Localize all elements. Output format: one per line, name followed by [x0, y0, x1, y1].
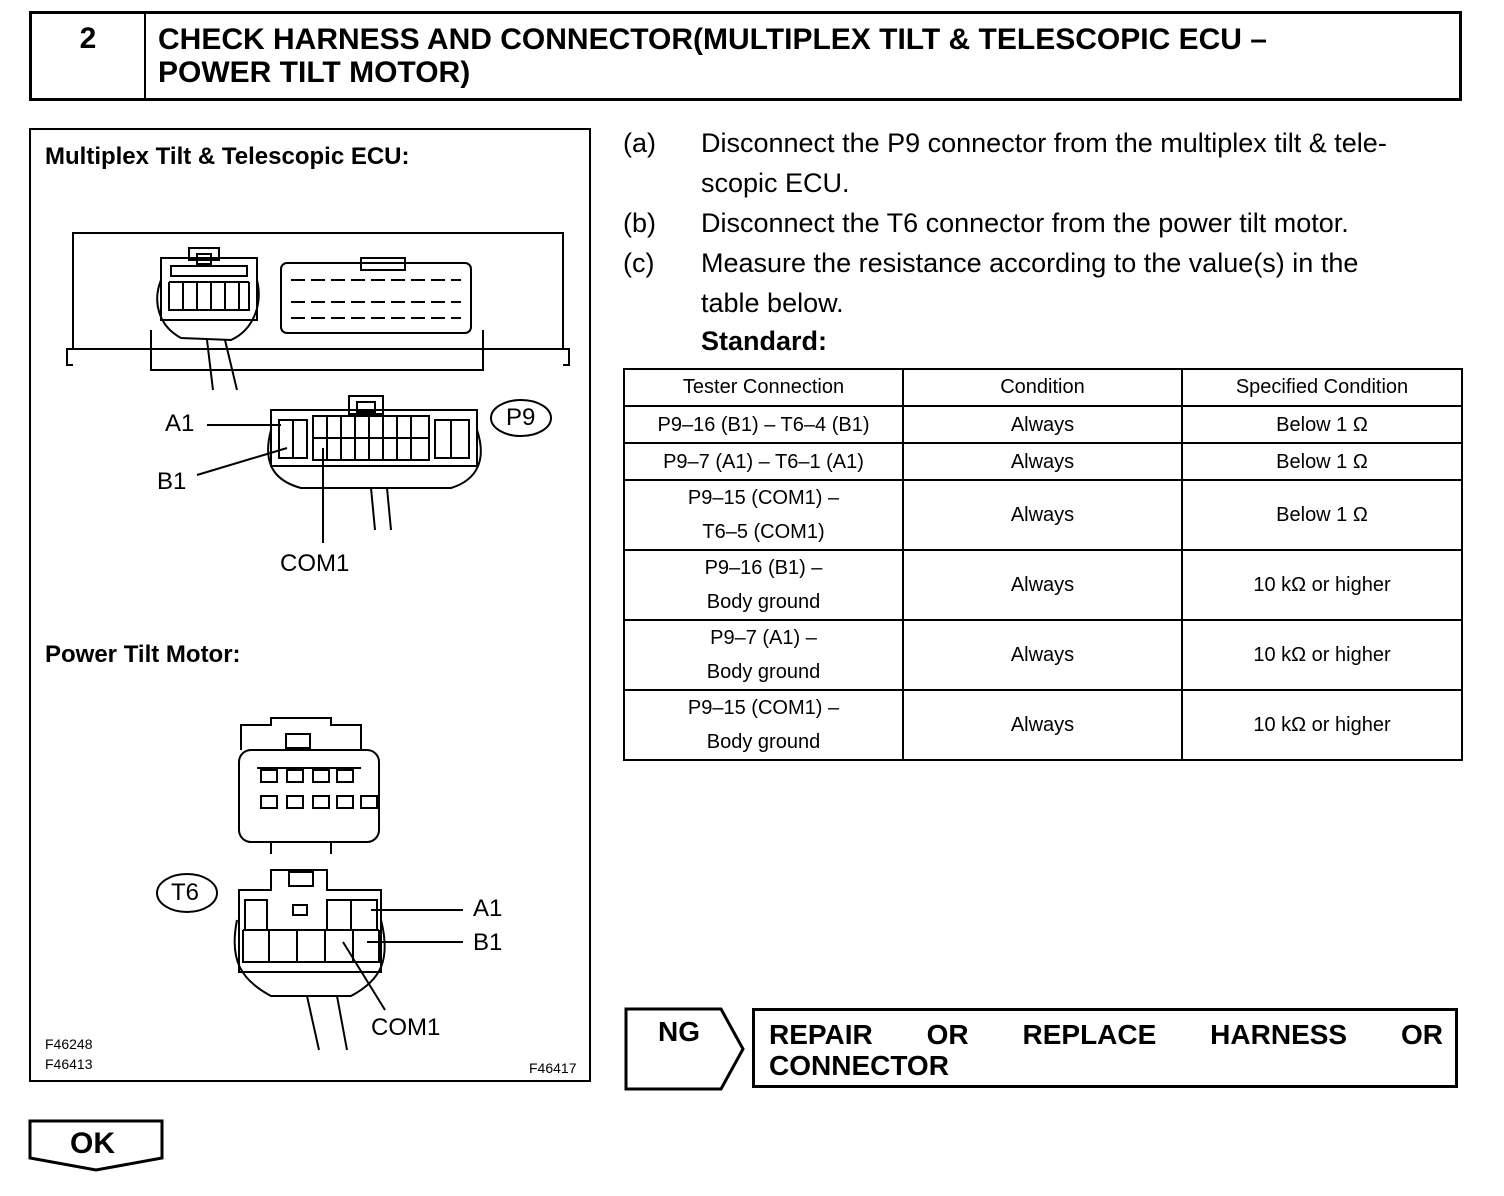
ng-action-line-2: CONNECTOR [769, 1050, 949, 1081]
connection-line-1: P9–16 (B1) – [704, 557, 823, 579]
cell-specified: Below 1 Ω [1181, 479, 1463, 551]
ok-label: OK [70, 1127, 115, 1160]
cell-specified: Below 1 Ω [1181, 442, 1463, 481]
instruction-c-text: Measure the resistance according to the … [701, 243, 1463, 323]
t6-label-a1: A1 [473, 895, 503, 922]
motor-body-drawing [238, 717, 380, 854]
connection-line-1: P9–15 (COM1) – [687, 487, 840, 509]
cell-connection: P9–16 (B1) – T6–4 (B1) [623, 405, 904, 444]
table-header-row: Tester Connection Condition Specified Co… [623, 368, 1463, 407]
connection-line-2: Body ground [706, 731, 821, 753]
connector-figure: Multiplex Tilt & Telescopic ECU: Power T… [29, 128, 591, 1082]
connection-line-2: T6–5 (COM1) [702, 521, 825, 543]
t6-connector-drawing [156, 869, 463, 1051]
instruction-a: (a) Disconnect the P9 connector from the… [623, 123, 1463, 203]
t6-connector-id: T6 [171, 879, 200, 906]
instruction-a-letter: (a) [623, 128, 656, 158]
ecu-heading: Multiplex Tilt & Telescopic ECU: [45, 143, 410, 170]
spec-table: Tester Connection Condition Specified Co… [623, 368, 1463, 761]
ng-label: NG [658, 1016, 700, 1047]
t6-label-b1: B1 [473, 929, 503, 956]
connection-text: P9–16 (B1) – T6–4 (B1) [657, 413, 870, 436]
cell-connection: P9–7 (A1) – T6–1 (A1) [623, 442, 904, 481]
step-number: 2 [32, 14, 146, 98]
instruction-b-text: Disconnect the T6 connector from the pow… [701, 208, 1349, 238]
p9-label-b1: B1 [157, 468, 187, 495]
motor-heading: Power Tilt Motor: [45, 641, 241, 668]
p9-label-com1: COM1 [280, 550, 350, 577]
ng-arrow-shape [624, 1007, 745, 1091]
table-row: P9–7 (A1) – T6–1 (A1) Always Below 1 Ω [623, 442, 1463, 481]
cell-specified: 10 kΩ or higher [1181, 689, 1463, 761]
header-condition: Condition [902, 368, 1183, 407]
cell-condition: Always [902, 479, 1183, 551]
connection-line-1: P9–7 (A1) – [710, 627, 817, 649]
connector-diagram [66, 232, 570, 1051]
figure-code-right: F46417 [529, 1060, 577, 1076]
cell-specified: 10 kΩ or higher [1181, 549, 1463, 621]
ecu-body-drawing [66, 232, 570, 391]
cell-specified: Below 1 Ω [1181, 405, 1463, 444]
instruction-c-letter: (c) [623, 248, 655, 278]
cell-connection: P9–7 (A1) – Body ground [623, 619, 904, 691]
instruction-c-line-2: table below. [701, 288, 844, 318]
p9-connector-drawing [196, 395, 552, 543]
p9-connector-id: P9 [506, 404, 536, 431]
cell-specified: 10 kΩ or higher [1181, 619, 1463, 691]
step-header: 2 CHECK HARNESS AND CONNECTOR(MULTIPLEX … [29, 11, 1462, 101]
connection-line-1: P9–15 (COM1) – [687, 697, 840, 719]
instruction-b: (b) Disconnect the T6 connector from the… [623, 203, 1463, 243]
instruction-a-text: Disconnect the P9 connector from the mul… [701, 123, 1463, 203]
header-specified-condition: Specified Condition [1181, 368, 1463, 407]
cell-condition: Always [902, 442, 1183, 481]
connection-line-2: Body ground [706, 661, 821, 683]
standard-label: Standard: [701, 326, 828, 356]
cell-condition: Always [902, 405, 1183, 444]
step-title-line-2: POWER TILT MOTOR) [158, 56, 471, 89]
ng-action-box: REPAIR OR REPLACE HARNESS OR CONNECTOR [752, 1008, 1458, 1088]
cell-connection: P9–16 (B1) – Body ground [623, 549, 904, 621]
cell-connection: P9–15 (COM1) – T6–5 (COM1) [623, 479, 904, 551]
table-row: P9–16 (B1) – T6–4 (B1) Always Below 1 Ω [623, 405, 1463, 444]
cell-connection: P9–15 (COM1) – Body ground [623, 689, 904, 761]
figure-code-2: F46413 [45, 1056, 93, 1072]
ok-arrow-shape [28, 1119, 164, 1172]
t6-label-com1: COM1 [371, 1014, 441, 1041]
connection-text: P9–7 (A1) – T6–1 (A1) [663, 450, 864, 473]
cell-condition: Always [902, 689, 1183, 761]
table-row: P9–15 (COM1) – Body ground Always 10 kΩ … [623, 689, 1463, 761]
instruction-c-line-1: Measure the resistance according to the … [701, 248, 1359, 278]
cell-condition: Always [902, 619, 1183, 691]
table-row: P9–16 (B1) – Body ground Always 10 kΩ or… [623, 549, 1463, 621]
instruction-c: (c) Measure the resistance according to … [623, 243, 1463, 323]
header-tester-connection: Tester Connection [623, 368, 904, 407]
instruction-a-line-1: Disconnect the P9 connector from the mul… [701, 128, 1387, 158]
step-title: CHECK HARNESS AND CONNECTOR(MULTIPLEX TI… [158, 23, 1449, 89]
cell-condition: Always [902, 549, 1183, 621]
table-row: P9–7 (A1) – Body ground Always 10 kΩ or … [623, 619, 1463, 691]
instruction-a-line-2: scopic ECU. [701, 168, 850, 198]
connection-line-2: Body ground [706, 591, 821, 613]
ng-action-line-1: REPAIR OR REPLACE HARNESS OR [769, 1019, 1443, 1050]
instruction-b-letter: (b) [623, 208, 656, 238]
step-title-line-1: CHECK HARNESS AND CONNECTOR(MULTIPLEX TI… [158, 23, 1267, 56]
table-row: P9–15 (COM1) – T6–5 (COM1) Always Below … [623, 479, 1463, 551]
p9-label-a1: A1 [165, 410, 195, 437]
figure-code-1: F46248 [45, 1036, 93, 1052]
